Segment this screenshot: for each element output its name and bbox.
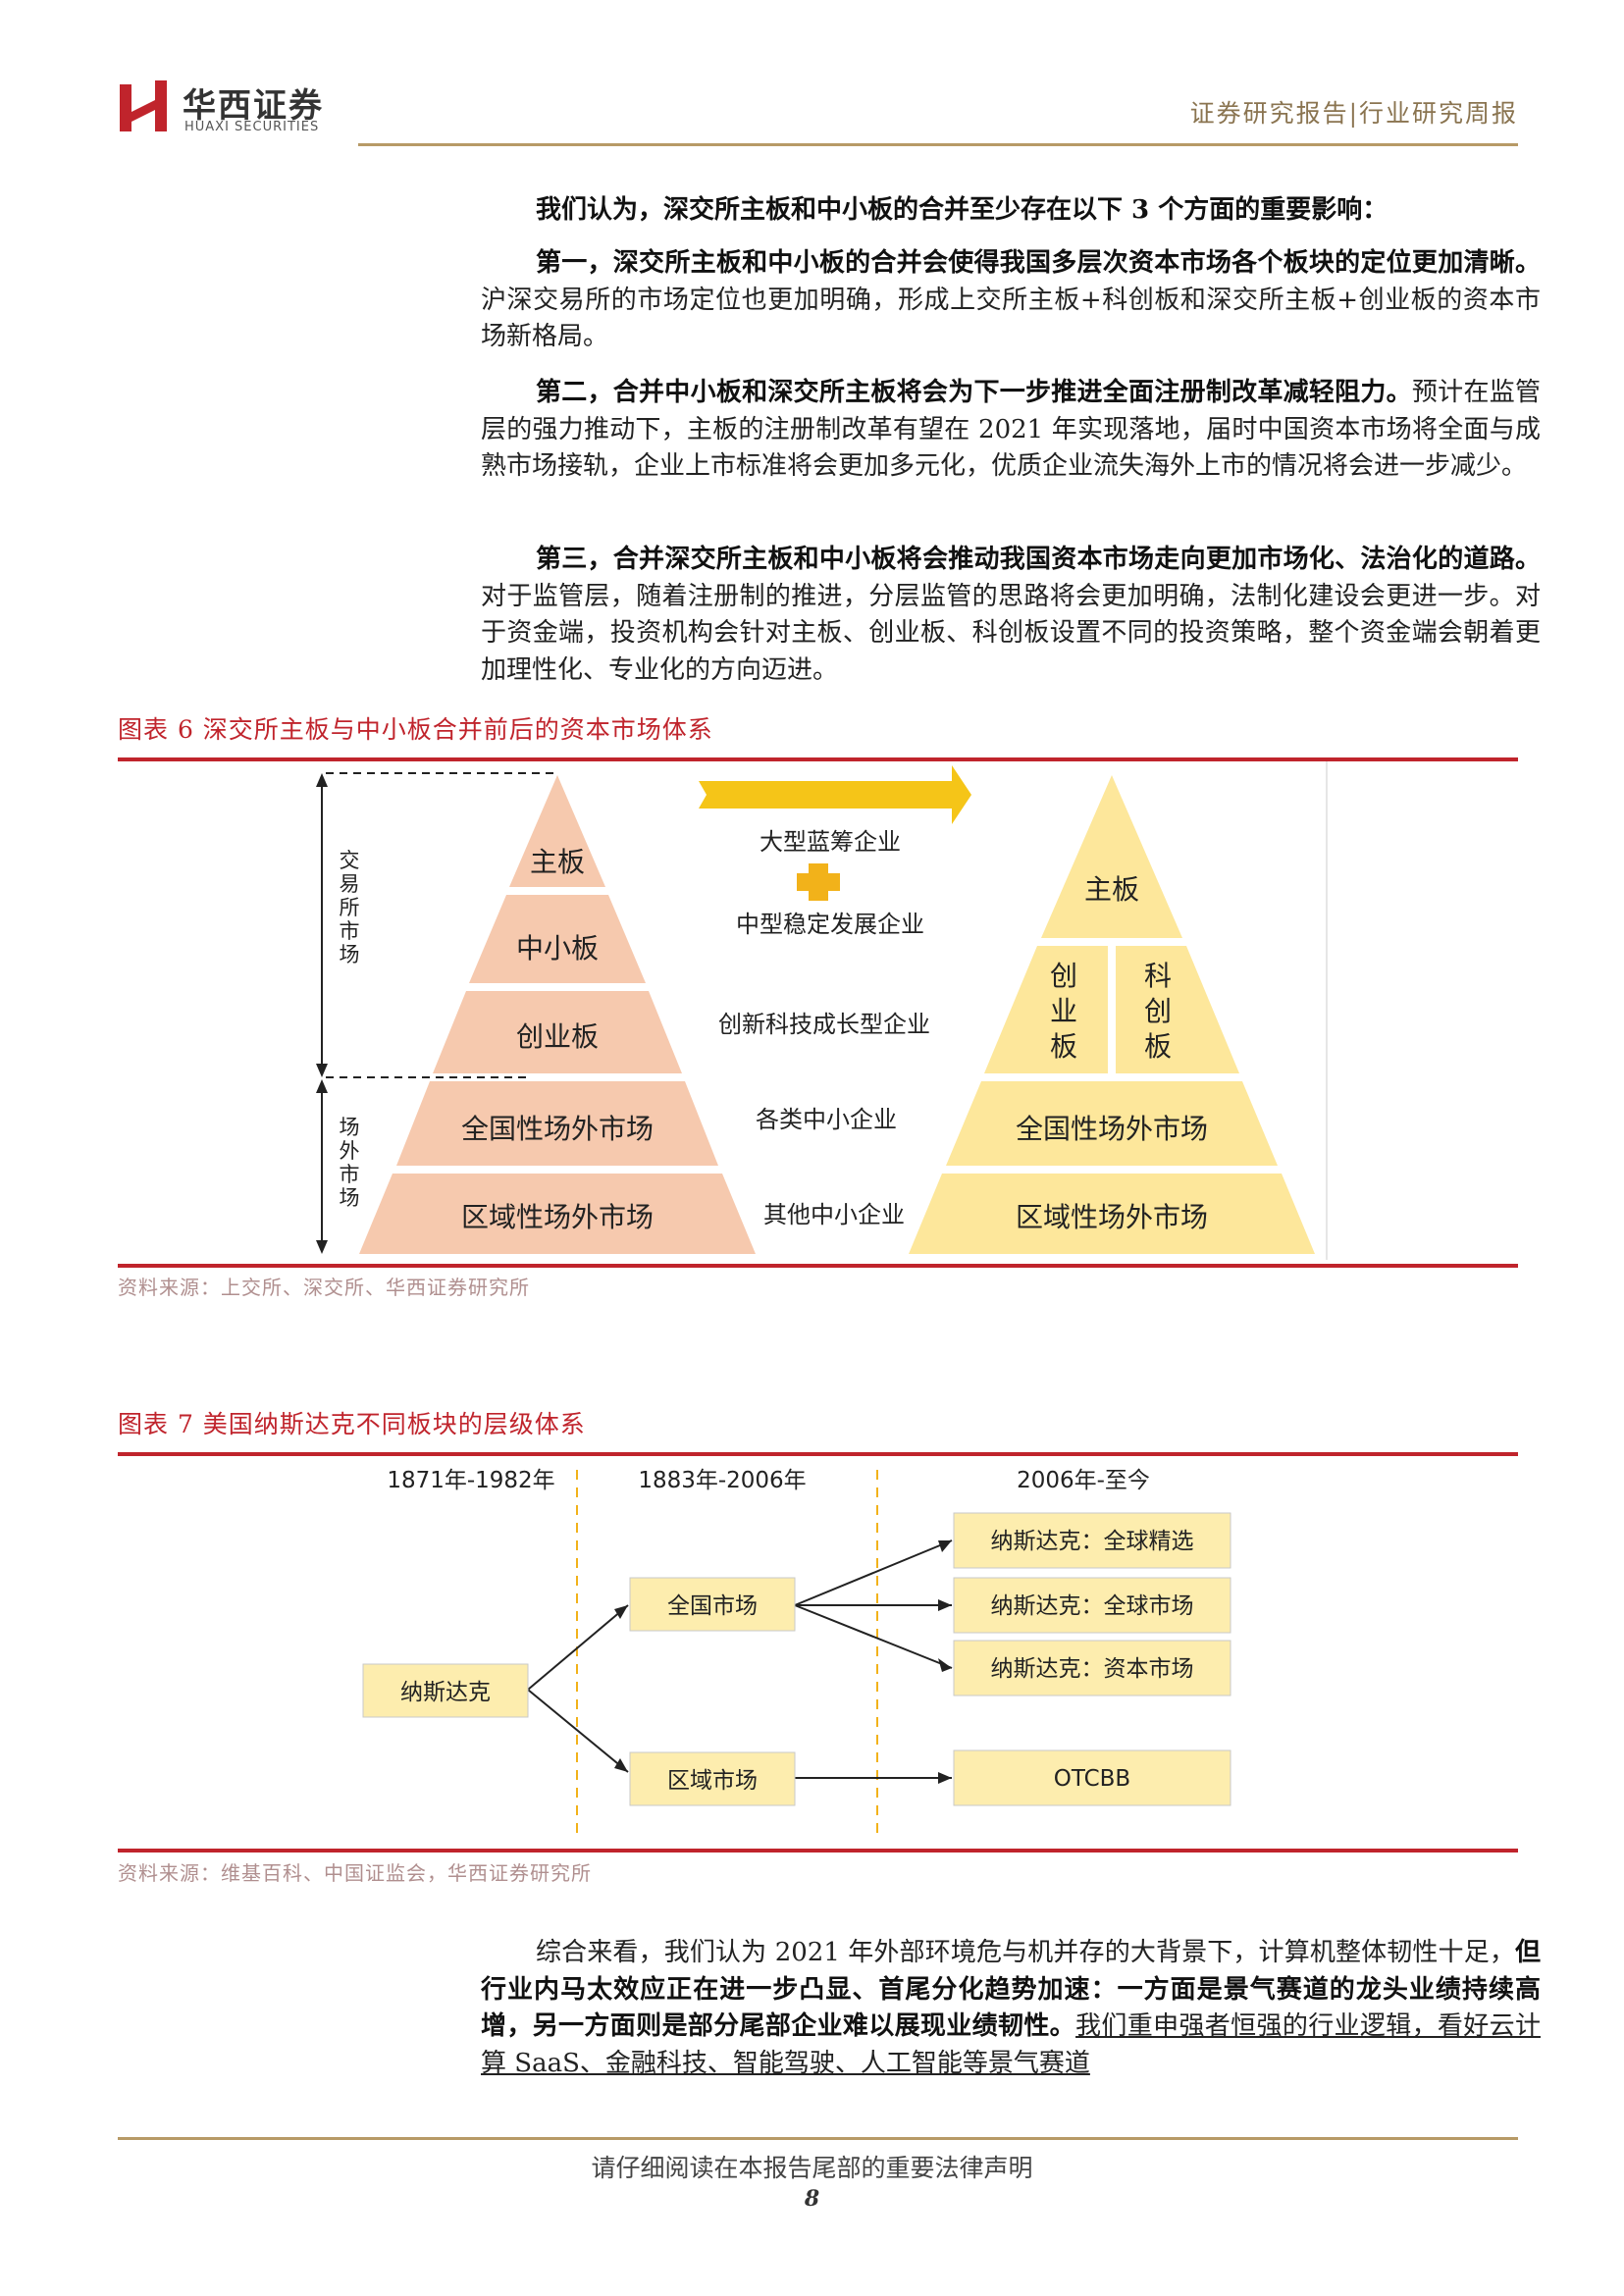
period-label: 1883年-2006年	[638, 1468, 806, 1493]
tier-star-market	[1116, 946, 1239, 1073]
left-level-label: 中小板	[516, 932, 599, 965]
right-pyramid: 主板 创业板 科创板 全国性场外市场 区域性场外市场	[909, 775, 1315, 1254]
point-1: 第一，深交所主板和中小板的合并会使得我国多层次资本市场各个板块的定位更加清晰。沪…	[481, 248, 1541, 351]
intro-paragraph: 我们认为，深交所主板和中小板的合并至少存在以下 3 个方面的重要影响：	[536, 195, 1388, 225]
header-rule	[358, 143, 1518, 146]
figure-6-source: 资料来源：上交所、深交所、华西证券研究所	[118, 1276, 530, 1299]
report-type: 证券研究报告|行业研究周报	[1189, 99, 1518, 128]
figure-7-source: 资料来源：维基百科、中国证监会，华西证券研究所	[118, 1861, 592, 1885]
regional-market-box	[629, 1751, 796, 1806]
logo-name: 华西证券	[183, 86, 324, 126]
huaxi-logo-icon	[120, 80, 167, 131]
tier-main-board	[509, 775, 605, 887]
leaf-box	[953, 1640, 1231, 1696]
figure-7-caption: 图表 7 美国纳斯达克不同板块的层级体系	[118, 1410, 586, 1438]
bracket-label-otc: 场外市场	[340, 1116, 360, 1210]
leaf-box	[953, 1512, 1231, 1569]
middle-label: 各类中小企业	[756, 1106, 897, 1133]
right-level-label: 区域性场外市场	[1016, 1201, 1208, 1233]
middle-label: 大型蓝筹企业	[760, 828, 901, 856]
period-label: 1871年-1982年	[387, 1468, 554, 1493]
leaf-label: 纳斯达克：全球精选	[991, 1529, 1194, 1554]
left-pyramid: 主板 中小板 创业板 全国性场外市场 区域性场外市场	[359, 775, 756, 1254]
arrow-down-icon	[316, 1240, 328, 1254]
tier-chinext	[433, 991, 682, 1073]
right-star-label: 科创板	[1144, 960, 1172, 1063]
figure-6-bottom-rule	[118, 1264, 1518, 1268]
figure-7-bottom-rule	[118, 1849, 1518, 1852]
leaf-label: OTCBB	[1054, 1766, 1130, 1792]
figure-7-diagram: 1871年-1982年 1883年-2006年 2006年-至今 纳斯达克 全国…	[362, 1468, 1231, 1839]
root-box	[362, 1663, 529, 1718]
tier-national-otc-right	[946, 1081, 1278, 1166]
left-level-label: 全国性场外市场	[461, 1113, 654, 1145]
right-level-label: 全国性场外市场	[1016, 1113, 1208, 1145]
figure-6-caption: 图表 6 深交所主板与中小板合并前后的资本市场体系	[118, 715, 713, 744]
bracket-label-exchange: 交易所市场	[340, 849, 360, 966]
national-market-box	[629, 1577, 796, 1632]
leaf-box	[953, 1749, 1231, 1806]
leaf-label: 纳斯达克：全球市场	[991, 1593, 1194, 1619]
arrow-up-icon	[316, 1079, 328, 1093]
root-label: 纳斯达克	[400, 1680, 491, 1705]
right-top-label: 主板	[1084, 873, 1139, 906]
left-level-label: 创业板	[516, 1020, 599, 1053]
conclusion-paragraph: 综合来看，我们认为 2021 年外部环境危与机并存的大背景下，计算机整体韧性十足…	[481, 1938, 1541, 2078]
figure-7-top-rule	[118, 1452, 1518, 1456]
tier-regional-otc-right	[909, 1174, 1315, 1254]
left-level-label: 区域性场外市场	[461, 1201, 654, 1233]
middle-label: 其他中小企业	[763, 1201, 905, 1228]
middle-label: 创新科技成长型企业	[718, 1011, 930, 1038]
tier-regional-otc	[359, 1174, 756, 1254]
connectors	[527, 1539, 953, 1779]
leaf-label: 纳斯达克：资本市场	[991, 1656, 1194, 1682]
arrow-up-icon	[316, 773, 328, 787]
point-2: 第二，合并中小板和深交所主板将会为下一步推进全面注册制改革减轻阻力。预计在监管层…	[481, 378, 1541, 481]
tier-main-board-merged	[1041, 775, 1182, 938]
point-3: 第三，合并深交所主板和中小板将会推动我国资本市场走向更加市场化、法治化的道路。对…	[481, 545, 1541, 685]
tier-sme-board	[469, 895, 646, 983]
legal-notice: 请仔细阅读在本报告尾部的重要法律声明	[591, 2154, 1033, 2182]
logo-english: HUAXI SECURITIES	[184, 120, 320, 134]
transition-arrow-icon	[699, 765, 971, 824]
mid-label: 区域市场	[667, 1768, 758, 1794]
connector-arrowheads	[614, 1540, 952, 1784]
tier-chinext-right	[984, 946, 1108, 1073]
leaf-box	[953, 1577, 1231, 1634]
figure-6-diagram: 交易所市场 场外市场 主板 中小板 创业板 全国性场外市场 区域性场外市场 大型…	[316, 761, 1328, 1260]
page-number: 8	[804, 2186, 820, 2212]
right-chinext-label: 创业板	[1050, 960, 1077, 1063]
period-label: 2006年-至今	[1017, 1468, 1150, 1493]
left-level-label: 主板	[530, 846, 585, 878]
arrow-down-icon	[316, 1064, 328, 1077]
mid-label: 全国市场	[667, 1593, 758, 1619]
plus-icon	[797, 863, 840, 901]
footer-rule	[118, 2137, 1518, 2140]
middle-label: 中型稳定发展企业	[736, 911, 924, 938]
figure-6-top-rule	[118, 757, 1518, 761]
tier-national-otc	[396, 1081, 718, 1166]
